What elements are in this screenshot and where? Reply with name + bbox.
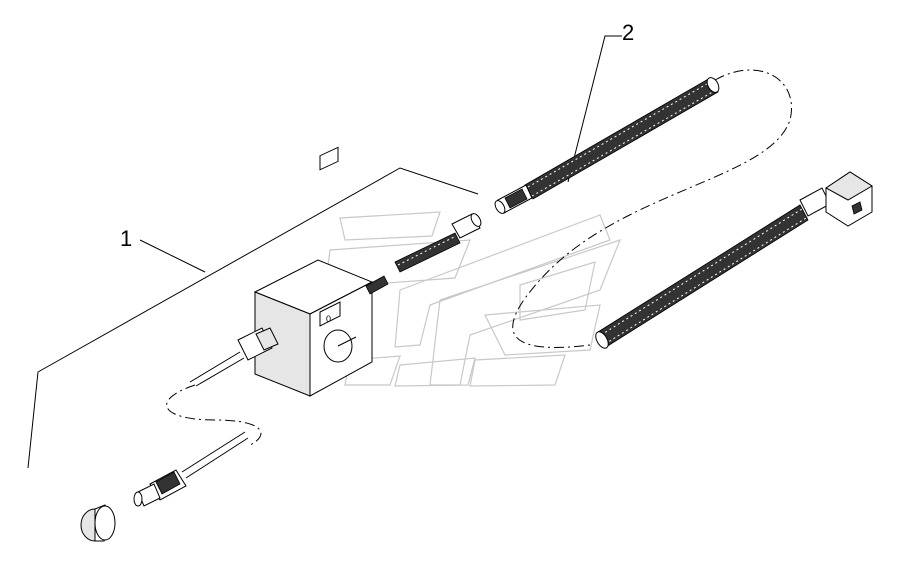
sensor-probe-icon [133, 351, 249, 507]
cap-icon [80, 504, 116, 542]
callout-2-label: 2 [622, 20, 634, 45]
callout-1-label: 1 [120, 226, 132, 251]
valve-connector-icon [595, 171, 873, 349]
callout-1-leader [27, 167, 479, 469]
routing-lines [166, 69, 792, 446]
switch-label: 0 [326, 314, 331, 324]
dealer-logo-watermark [319, 211, 622, 387]
callout-2-leader [567, 35, 622, 183]
corrugated-hose-icon [494, 77, 720, 214]
control-box-icon: 0 [237, 146, 389, 397]
hose-fitting [394, 213, 482, 273]
